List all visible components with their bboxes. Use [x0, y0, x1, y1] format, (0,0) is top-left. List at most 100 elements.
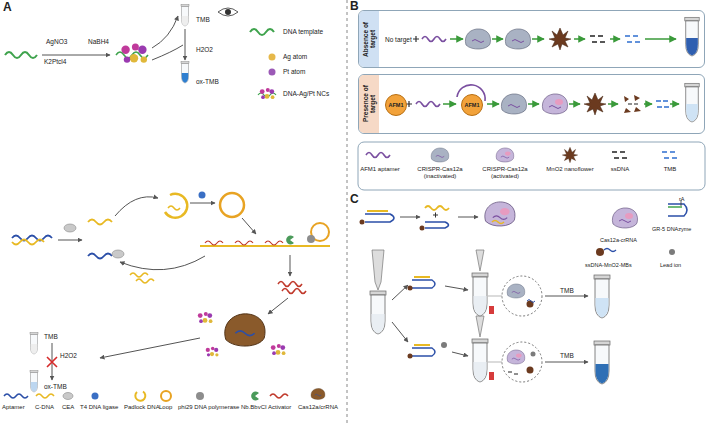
panel-c-assay-part — [594, 341, 610, 384]
legend-text: DNA-Ag/Pt NCs — [283, 90, 329, 97]
panel-a-amplification-part — [198, 312, 213, 323]
panel-a-amplification — [12, 192, 330, 393]
label-text: ox-TMB — [196, 78, 219, 85]
panel-a-amplification-part — [200, 245, 330, 247]
panel-a-key-icons-part — [251, 392, 259, 401]
panel-c-assay-part — [412, 280, 435, 288]
node-text: No target — [385, 36, 412, 43]
panel-c-assay-part — [489, 372, 494, 380]
panel-b-row-absent-part — [505, 29, 530, 49]
panel-a-amplification-part — [30, 371, 38, 393]
panel-a-synthesis-part — [152, 16, 178, 48]
panel-a-amplification-part — [130, 273, 154, 283]
row-heading: Absence of target — [362, 12, 376, 66]
panel-a-amplification-part — [88, 220, 112, 225]
legend-text: Loop — [159, 404, 172, 411]
panel-b-row-present — [406, 83, 699, 122]
panel-a-amplification-part — [165, 194, 187, 218]
legend-text: MnO2 nanoflower — [540, 166, 600, 173]
panel-c-assay-part — [452, 352, 468, 356]
panel-c-assay-part — [527, 301, 534, 308]
panel-b-key-part — [496, 148, 514, 162]
panel-b-row-absent-part — [492, 38, 503, 40]
panel-a-amplification-part — [290, 255, 291, 276]
panel-a-amplification-part — [199, 192, 206, 199]
panel-a-key-icons-part — [135, 392, 145, 401]
panel-c-assay-part — [476, 316, 484, 337]
legend-text: AFM1 aptamer — [352, 166, 408, 173]
panel-a-key-icons-part — [4, 394, 28, 398]
legend-text: CEA — [62, 404, 74, 411]
panel-b-row-absent — [413, 17, 699, 56]
panel-row: Presence of targetAFM1AFM1 — [358, 74, 705, 134]
panel-letter: A — [3, 1, 12, 14]
panel-b-row-present-part — [416, 102, 440, 107]
panel-a-amplification-part — [225, 314, 265, 346]
panel-b-row-present-part — [685, 83, 699, 122]
antigen-circle: AFM1 — [461, 94, 483, 116]
panel-c-assay-part — [414, 276, 430, 278]
legend-text: DNA template — [283, 28, 323, 35]
panel-b-key — [358, 142, 705, 190]
panel-b-row-absent-part — [685, 17, 699, 56]
legend-text: Cas12a/crRNA — [298, 404, 338, 411]
panel-b-row-absent-part — [625, 36, 640, 42]
panel-c-assay — [370, 250, 610, 384]
legend-text: TMB — [645, 166, 695, 173]
panel-b-row-present-part — [644, 103, 652, 105]
panel-a-amplification-part — [12, 236, 52, 241]
panel-c-assay-part — [488, 296, 502, 297]
panel-b-row-present-part — [501, 94, 526, 114]
node-text: AFM1 — [465, 102, 480, 108]
panel-a-synthesis-part — [121, 44, 147, 63]
panel-row: Absence of target No target — [358, 10, 705, 68]
panel-b-row-present-part — [624, 95, 641, 113]
panel-a-amplification-part — [88, 254, 112, 259]
panel-a-amplification-part — [120, 256, 205, 270]
legend-text: T4 DNA ligase — [80, 404, 118, 411]
panel-a-amplification-part — [242, 218, 256, 234]
panel-a-key-icons — [4, 388, 325, 401]
panel-a-synthesis-part — [185, 29, 186, 60]
panel-b-row-present-part — [584, 93, 606, 115]
label-text: NaBH4 — [88, 38, 109, 45]
panel-a-amplification-part — [206, 347, 219, 357]
panel-c-assay-part — [545, 362, 588, 363]
panel-divider — [347, 0, 348, 425]
panel-c-assay-part — [489, 306, 494, 314]
legend-text: Aptamer — [2, 404, 25, 411]
panel-c-key-icons-part — [612, 208, 637, 228]
panel-c-assay-part — [508, 372, 518, 374]
panel-a-key-icons-part — [196, 392, 204, 400]
panel-a-amplification-part — [205, 241, 283, 245]
panel-a-amplification-part — [64, 224, 76, 232]
panel-c-assay-part — [527, 300, 535, 303]
panel-a-synthesis-part — [218, 8, 238, 16]
panel-b-row-absent-part — [610, 38, 620, 40]
panel-c-assay-part — [408, 286, 413, 291]
legend-text: Ag atom — [283, 53, 307, 60]
panel-a-synthesis-part — [269, 54, 276, 61]
panel-c-key-icons-part — [669, 249, 675, 255]
label-text: TMB — [196, 16, 210, 23]
panel-c-reaction-part — [420, 226, 425, 231]
label-text: rA — [679, 196, 685, 202]
panel-a-amplification-part — [115, 197, 158, 216]
panel-b-key-part — [366, 153, 390, 158]
panel-a-amplification-part — [307, 235, 315, 243]
panel-a-key-icons-part — [270, 394, 288, 398]
legend-text: Padlock DNA — [124, 404, 160, 411]
legend-text: CRISPR-Cas12a (activated) — [475, 166, 535, 179]
panel-b-row-present-part — [628, 103, 638, 104]
legend-text: C-DNA — [35, 404, 54, 411]
panel-a-amplification-part — [30, 333, 38, 355]
legend-text: GR-5 DNAzyme — [652, 226, 691, 232]
panel-c-reaction-part — [425, 206, 449, 210]
panel-a-key-icons-part — [161, 391, 171, 401]
panel-a-amplification-part — [47, 357, 57, 367]
panel-c-reaction-part — [433, 213, 438, 218]
node-text: AFM1 — [389, 102, 404, 108]
panel-c-key-icons-part — [604, 249, 616, 252]
panel-c-assay-part — [441, 342, 447, 348]
